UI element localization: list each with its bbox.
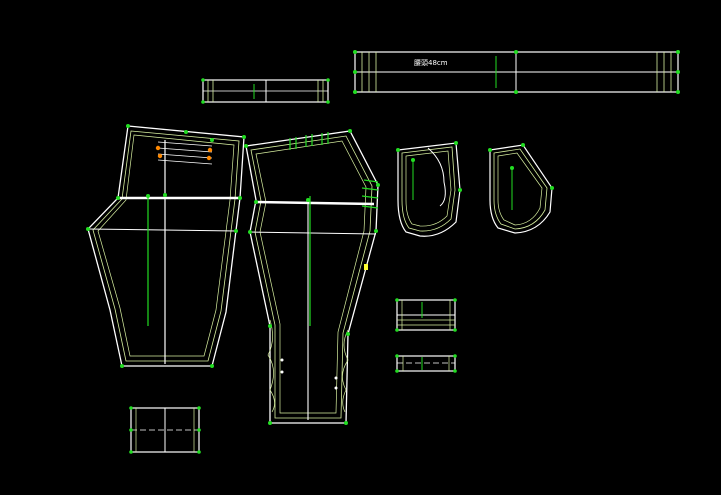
back-trouser-panel[interactable] bbox=[244, 129, 380, 425]
waistband-short-piece[interactable] bbox=[201, 78, 330, 104]
waistband-long-piece[interactable] bbox=[353, 50, 680, 94]
front-trouser-panel[interactable] bbox=[86, 124, 246, 368]
waistband-label: 腰頭48cm bbox=[414, 59, 448, 67]
square-piece[interactable] bbox=[129, 406, 201, 454]
pocket-bag-piece-1[interactable] bbox=[396, 141, 462, 237]
pocket-bag-piece-2[interactable] bbox=[488, 143, 554, 234]
belt-loop-piece[interactable] bbox=[395, 298, 457, 332]
strip-piece[interactable] bbox=[395, 354, 457, 373]
